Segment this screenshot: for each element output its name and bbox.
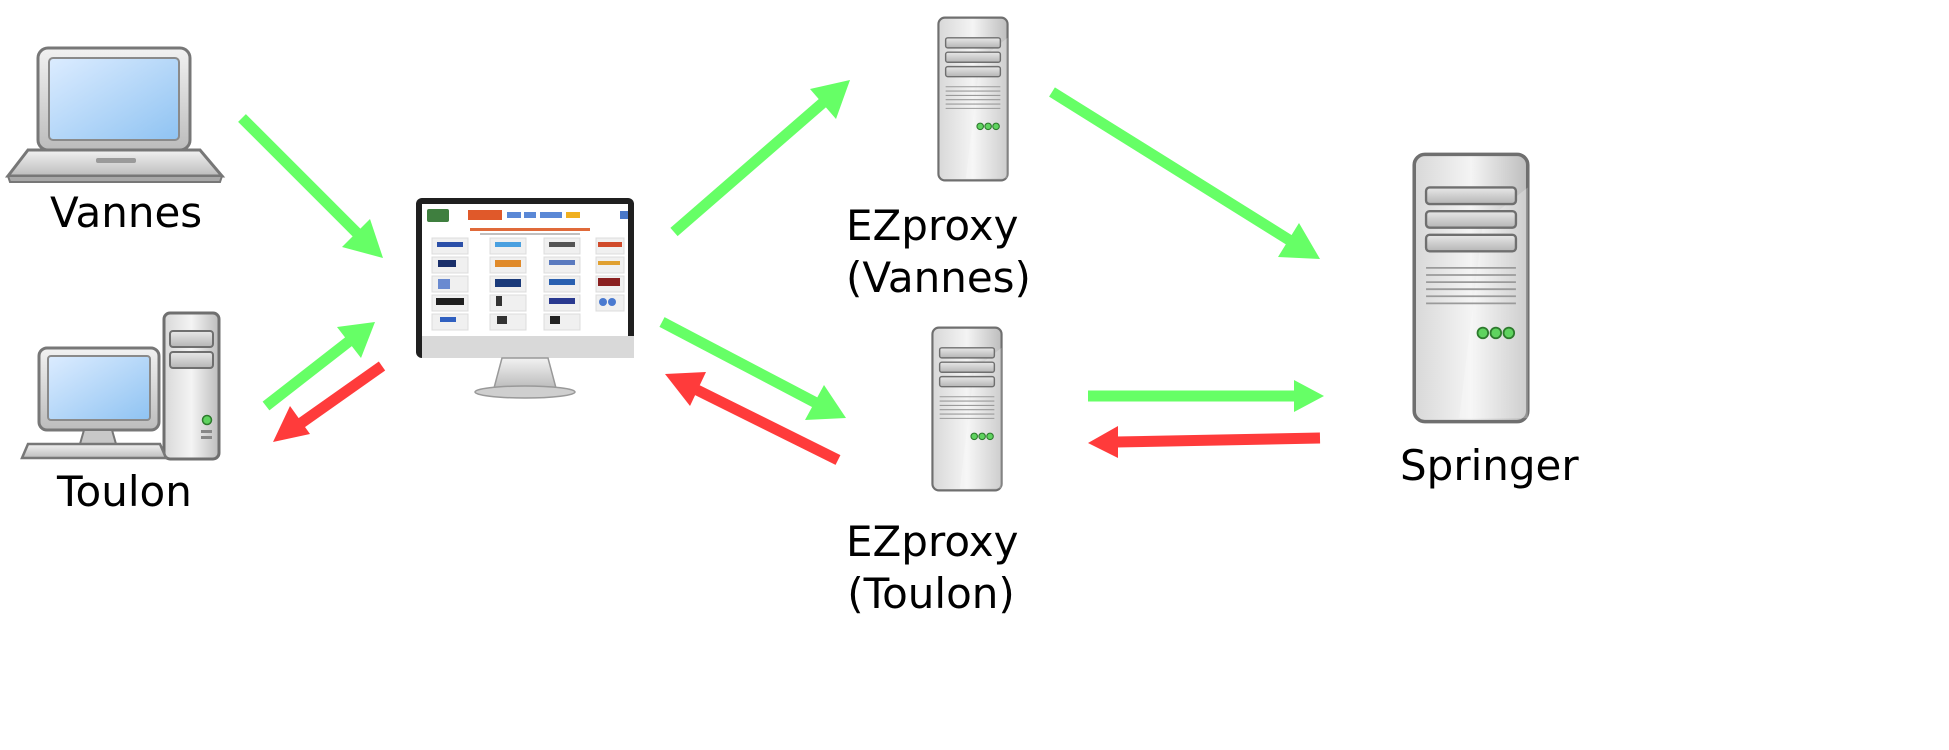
label-toulon: Toulon xyxy=(57,467,192,516)
label-ezproxy-vannes-line1: EZproxy xyxy=(846,201,1019,250)
label-ezproxy-vannes-line2: (Vannes) xyxy=(846,253,1031,302)
desktop-computer-icon xyxy=(20,311,221,461)
label-ezproxy-toulon-line2: (Toulon) xyxy=(847,569,1015,618)
label-ezproxy-toulon: EZproxy (Toulon) xyxy=(846,516,1019,620)
imac-portal-icon xyxy=(416,198,634,399)
label-vannes: Vannes xyxy=(50,188,203,237)
label-ezproxy-toulon-line1: EZproxy xyxy=(846,517,1019,566)
arrow-portal-to-toulon xyxy=(273,361,386,442)
laptop-icon xyxy=(4,46,226,183)
arrow-ezproxy-vannes-to-springer xyxy=(1049,87,1320,259)
arrow-ezproxy-toulon-to-springer xyxy=(1088,380,1324,412)
arrow-toulon-to-portal xyxy=(262,322,375,411)
label-springer: Springer xyxy=(1400,441,1579,490)
arrow-springer-to-ezproxy-toulon xyxy=(1088,426,1321,458)
arrow-ezproxy-toulon-to-portal xyxy=(665,372,841,465)
arrow-portal-to-ezproxy-vannes xyxy=(670,80,850,237)
server-icon xyxy=(937,16,1009,182)
arrow-vannes-to-portal xyxy=(238,114,383,258)
label-ezproxy-vannes: EZproxy (Vannes) xyxy=(846,200,1031,304)
server-icon xyxy=(931,326,1003,492)
arrow-portal-to-ezproxy-toulon xyxy=(659,317,846,420)
server-icon xyxy=(1412,152,1530,424)
